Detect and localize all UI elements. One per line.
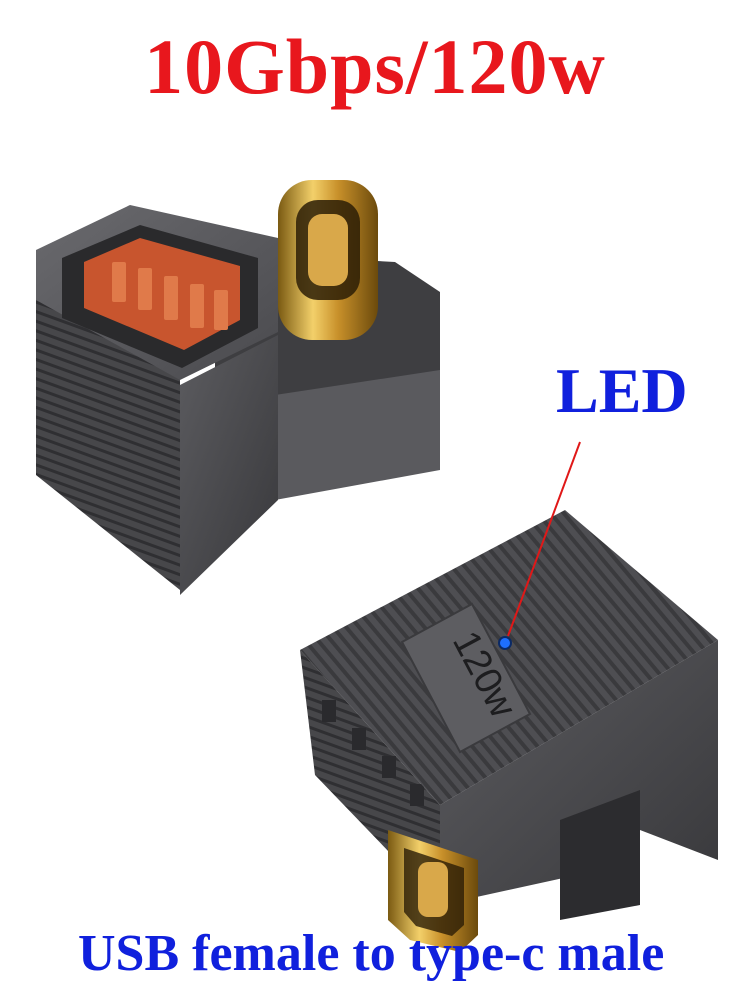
usb-port-pins xyxy=(112,262,228,330)
headline: 10Gbps/120w xyxy=(144,23,606,110)
lower-adapter-top xyxy=(300,510,718,805)
upper-adapter-step xyxy=(275,370,440,500)
led-pointer-line xyxy=(507,441,581,637)
adapter-marking-plate xyxy=(400,602,532,754)
led-light xyxy=(498,636,512,650)
usb-c-plug-upright xyxy=(278,180,378,340)
led-label: LED xyxy=(556,355,688,426)
lower-adapter-front xyxy=(440,640,718,905)
upper-adapter xyxy=(36,180,440,595)
upper-adapter-front xyxy=(180,335,278,595)
lower-adapter: 120w xyxy=(300,510,718,952)
caption: USB female to type-c male xyxy=(78,925,665,982)
usb-c-plug-down xyxy=(388,830,478,952)
lower-adapter-cutout xyxy=(560,790,640,920)
